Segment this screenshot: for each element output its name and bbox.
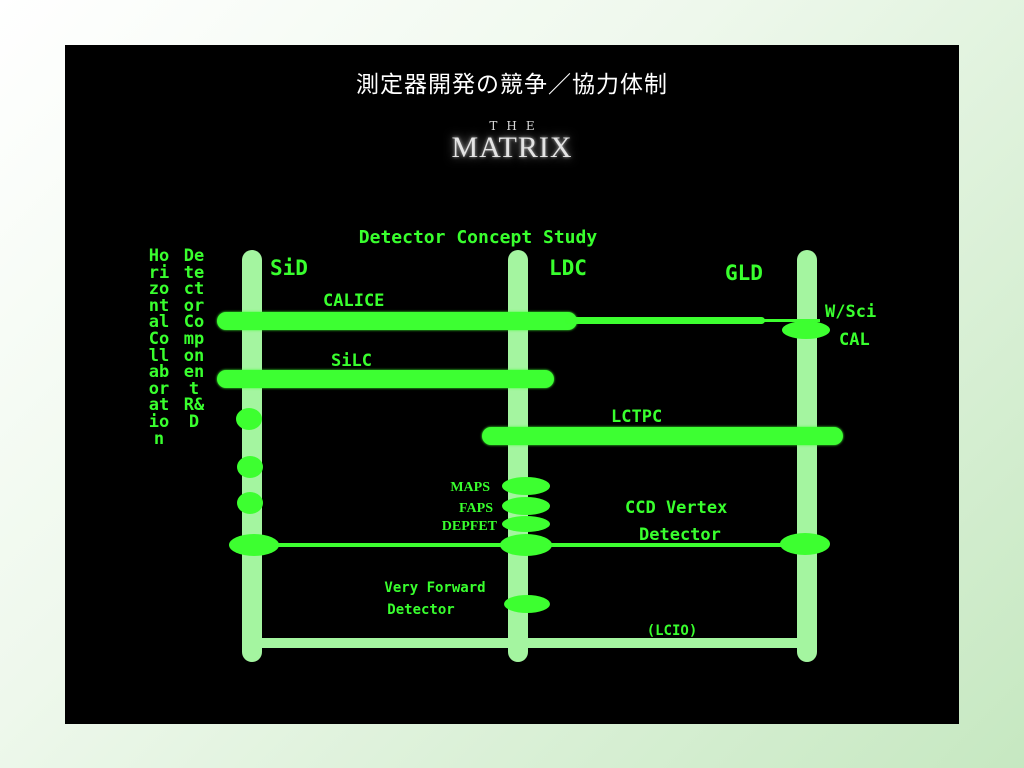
wsci-label-line2: CAL [839, 330, 870, 350]
horizontal-collaboration-label: Horizontal Collaboration [148, 246, 170, 449]
lcio-label: (LCIO) [647, 623, 698, 639]
silc-band [217, 370, 554, 388]
sid-label: SiD [270, 256, 308, 280]
ldc-vertex-node [500, 534, 552, 556]
collaboration-diagram: Detector Concept Study SiD LDC GLD CALIC… [217, 227, 876, 662]
matrix-logo-the: THE [489, 119, 544, 133]
gld-pillar [797, 250, 817, 662]
silc-label: SiLC [331, 351, 372, 371]
wsci-label-line1: W/Sci [825, 302, 876, 322]
faps-node [502, 497, 550, 515]
sid-node-3 [237, 492, 263, 514]
detector-component-rd-label: Detector Component R&D [183, 246, 205, 432]
vfd-label-line2: Detector [387, 602, 454, 618]
depfet-node [502, 516, 550, 532]
matrix-logo: MATRIX [451, 131, 573, 164]
bottom-connector-bar [242, 638, 817, 648]
calice-band-extension [565, 317, 765, 324]
sid-vertex-node [229, 534, 279, 556]
calice-band [217, 312, 577, 330]
sid-pillar [242, 250, 262, 662]
maps-label: MAPS [450, 480, 490, 495]
vfd-label-line1: Very Forward [384, 580, 485, 596]
ccd-label-line1: CCD Vertex [625, 498, 727, 518]
sid-node-1 [236, 408, 262, 430]
lctpc-label: LCTPC [611, 407, 662, 427]
ccd-label-line2: Detector [639, 525, 721, 545]
vfd-node [504, 595, 550, 613]
gld-label: GLD [725, 261, 763, 285]
calice-thin-line [760, 319, 820, 322]
slide-title: 測定器開発の競争／協力体制 [356, 72, 668, 98]
ldc-label: LDC [549, 256, 587, 280]
faps-label: FAPS [459, 501, 493, 516]
lctpc-band [482, 427, 843, 445]
depfet-label: DEPFET [442, 519, 498, 534]
ldc-pillar [508, 250, 528, 662]
slide-canvas: 測定器開発の競争／協力体制 THE MATRIX Detector Concep… [65, 45, 959, 724]
sid-node-2 [237, 456, 263, 478]
detector-concept-study-header: Detector Concept Study [359, 227, 598, 248]
maps-node [502, 477, 550, 495]
wsci-cal-node [782, 321, 830, 339]
calice-label: CALICE [323, 291, 384, 311]
gld-vertex-node [780, 533, 830, 555]
